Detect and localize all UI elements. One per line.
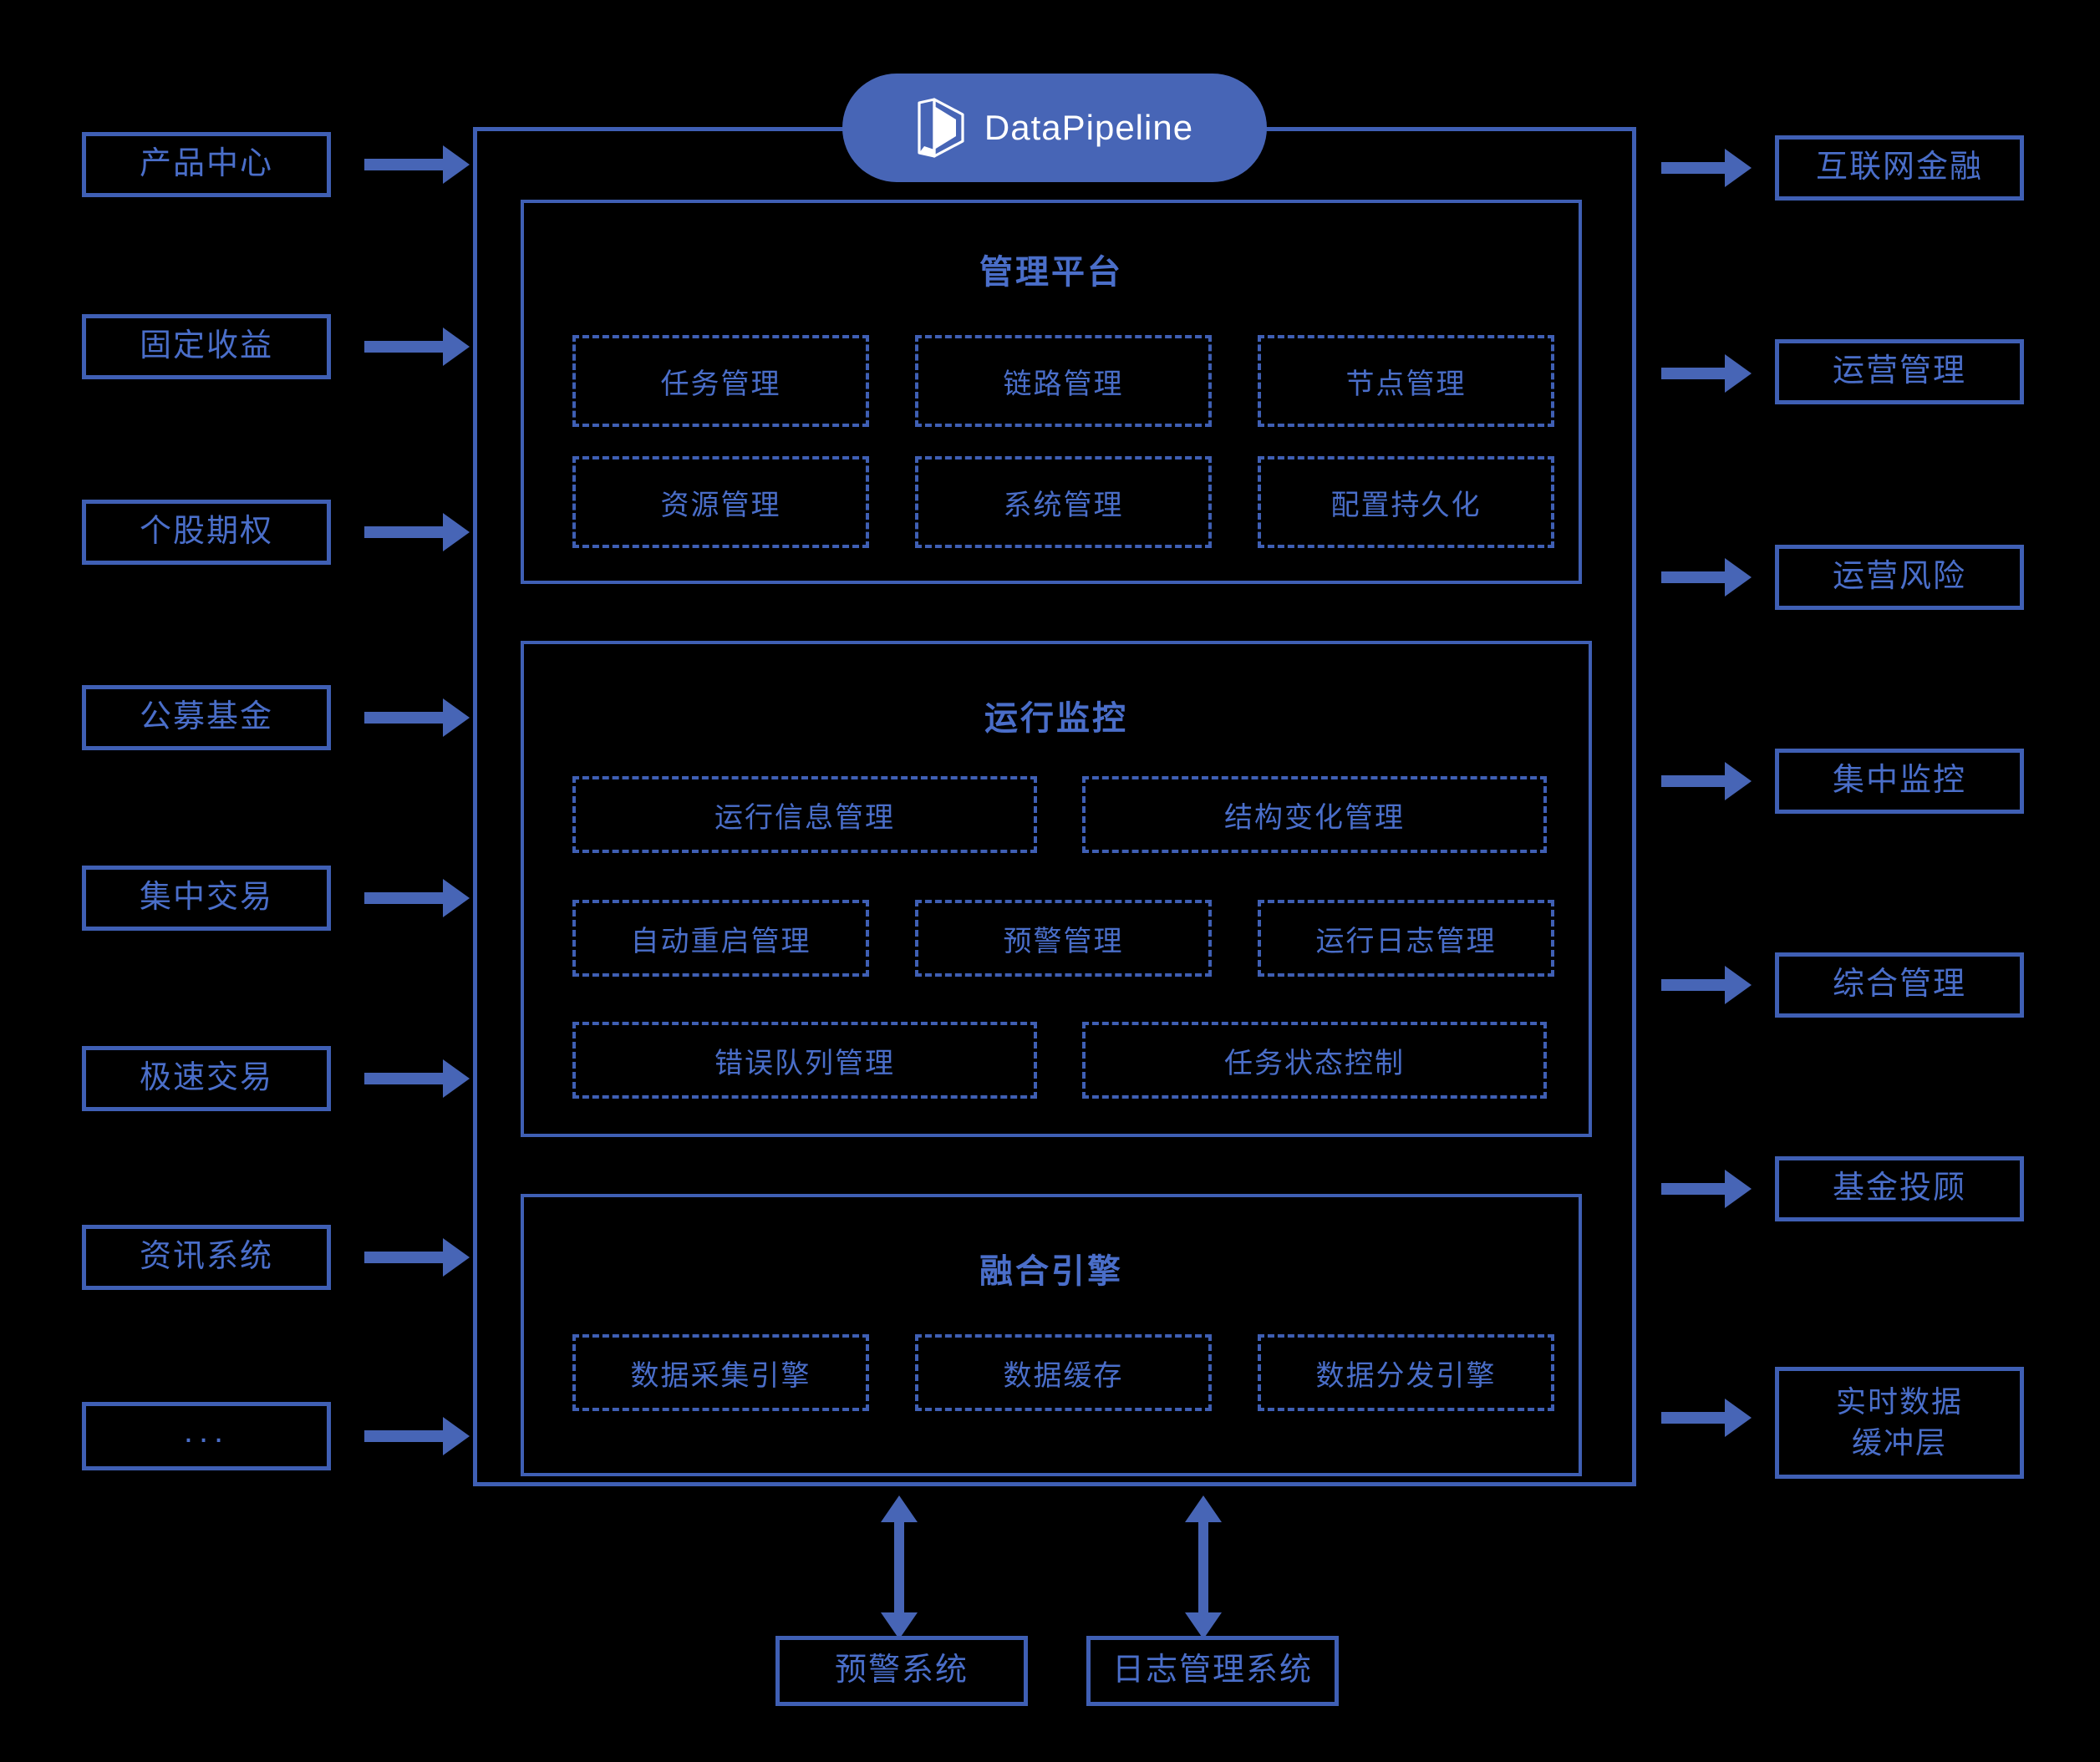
module-label: 系统管理: [1003, 489, 1124, 521]
arrow-right-icon: [1661, 368, 1726, 379]
source-box-资讯系统[interactable]: 资讯系统: [82, 1225, 331, 1290]
arrow-right-icon: [1661, 979, 1726, 991]
module-节点管理[interactable]: 节点管理: [1258, 335, 1554, 427]
module-label: 链路管理: [1003, 368, 1124, 400]
section-运行监控: 运行监控 运行信息管理 结构变化管理 自动重启管理 预警管理 运行日志管理 错误…: [521, 641, 1592, 1137]
module-label: 错误队列管理: [714, 1047, 895, 1079]
logo-wordmark: DataPipeline: [984, 108, 1194, 147]
consumer-label: 集中监控: [1832, 763, 1966, 799]
module-数据采集引擎[interactable]: 数据采集引擎: [572, 1334, 869, 1411]
source-label: ...: [183, 1413, 230, 1450]
source-label: 资讯系统: [139, 1239, 273, 1275]
source-label: 个股期权: [139, 514, 273, 550]
arrow-right-icon: [1661, 571, 1726, 583]
source-label: 产品中心: [139, 146, 273, 182]
arrow-right-icon: [364, 159, 445, 170]
section-融合引擎: 融合引擎 数据采集引擎 数据缓存 数据分发引擎: [521, 1194, 1582, 1476]
arrow-right-icon: [364, 1073, 445, 1084]
module-任务状态控制[interactable]: 任务状态控制: [1082, 1022, 1547, 1099]
module-数据分发引擎[interactable]: 数据分发引擎: [1258, 1334, 1554, 1411]
arrow-right-icon: [1661, 775, 1726, 787]
section-title: 融合引擎: [979, 1253, 1123, 1290]
module-任务管理[interactable]: 任务管理: [572, 335, 869, 427]
datapipeline-cube-icon: [918, 98, 964, 158]
bottom-box-预警系统[interactable]: 预警系统: [775, 1636, 1028, 1706]
consumer-label: 基金投顾: [1832, 1170, 1966, 1206]
module-预警管理[interactable]: 预警管理: [915, 900, 1212, 977]
module-label: 结构变化管理: [1224, 801, 1405, 834]
consumer-label: 互联网金融: [1815, 150, 1983, 185]
consumer-box-运营管理[interactable]: 运营管理: [1775, 339, 2024, 404]
source-label: 固定收益: [139, 328, 273, 364]
arrow-right-icon: [364, 341, 445, 353]
module-label: 数据采集引擎: [630, 1359, 811, 1392]
source-box-集中交易[interactable]: 集中交易: [82, 866, 331, 931]
source-box-more[interactable]: ...: [82, 1402, 331, 1470]
module-label: 预警管理: [1003, 925, 1124, 957]
module-label: 自动重启管理: [630, 925, 811, 957]
module-label: 运行日志管理: [1315, 925, 1497, 957]
consumer-box-实时数据缓冲层[interactable]: 实时数据 缓冲层: [1775, 1367, 2024, 1479]
module-运行信息管理[interactable]: 运行信息管理: [572, 776, 1037, 853]
module-label: 数据分发引擎: [1315, 1359, 1497, 1392]
arrow-bidirectional-icon: [894, 1521, 904, 1614]
datapipeline-logo-badge: DataPipeline: [842, 74, 1267, 182]
module-资源管理[interactable]: 资源管理: [572, 456, 869, 548]
consumer-box-基金投顾[interactable]: 基金投顾: [1775, 1156, 2024, 1221]
arrow-right-icon: [364, 892, 445, 904]
section-title: 运行监控: [984, 700, 1128, 737]
consumer-label: 运营风险: [1832, 559, 1966, 595]
source-label: 集中交易: [139, 880, 273, 916]
consumer-box-运营风险[interactable]: 运营风险: [1775, 545, 2024, 610]
module-label: 配置持久化: [1330, 489, 1482, 521]
bottom-box-日志管理系统[interactable]: 日志管理系统: [1086, 1636, 1339, 1706]
module-label: 数据缓存: [1003, 1359, 1124, 1392]
module-label: 任务状态控制: [1224, 1047, 1405, 1079]
source-box-公募基金[interactable]: 公募基金: [82, 685, 331, 750]
source-box-固定收益[interactable]: 固定收益: [82, 314, 331, 379]
module-label: 运行信息管理: [714, 801, 895, 834]
module-数据缓存[interactable]: 数据缓存: [915, 1334, 1212, 1411]
arrow-right-icon: [364, 712, 445, 724]
module-错误队列管理[interactable]: 错误队列管理: [572, 1022, 1037, 1099]
arrow-right-icon: [364, 1252, 445, 1263]
bottom-label: 预警系统: [834, 1653, 969, 1688]
module-结构变化管理[interactable]: 结构变化管理: [1082, 776, 1547, 853]
module-自动重启管理[interactable]: 自动重启管理: [572, 900, 869, 977]
module-label: 资源管理: [660, 489, 781, 521]
module-链路管理[interactable]: 链路管理: [915, 335, 1212, 427]
bottom-label: 日志管理系统: [1111, 1653, 1313, 1688]
module-系统管理[interactable]: 系统管理: [915, 456, 1212, 548]
source-box-极速交易[interactable]: 极速交易: [82, 1046, 331, 1111]
section-title: 管理平台: [979, 254, 1123, 291]
arrow-bidirectional-icon: [1198, 1521, 1208, 1614]
consumer-label-line2: 缓冲层: [1851, 1425, 1947, 1460]
module-label: 节点管理: [1345, 368, 1467, 400]
consumer-box-综合管理[interactable]: 综合管理: [1775, 952, 2024, 1018]
section-管理平台: 管理平台 任务管理 链路管理 节点管理 资源管理 系统管理 配置持久化: [521, 200, 1582, 584]
source-label: 极速交易: [139, 1060, 273, 1096]
consumer-box-集中监控[interactable]: 集中监控: [1775, 749, 2024, 814]
module-配置持久化[interactable]: 配置持久化: [1258, 456, 1554, 548]
module-运行日志管理[interactable]: 运行日志管理: [1258, 900, 1554, 977]
arrow-right-icon: [364, 526, 445, 538]
consumer-label-line1: 实时数据: [1835, 1384, 1963, 1419]
arrow-right-icon: [364, 1430, 445, 1442]
source-label: 公募基金: [139, 699, 273, 735]
datapipeline-platform-container: 管理平台 任务管理 链路管理 节点管理 资源管理 系统管理 配置持久化 运行监控: [473, 127, 1636, 1486]
arrow-right-icon: [1661, 162, 1726, 174]
source-box-产品中心[interactable]: 产品中心: [82, 132, 331, 197]
consumer-label: 综合管理: [1832, 967, 1966, 1003]
arrow-right-icon: [1661, 1183, 1726, 1195]
module-label: 任务管理: [660, 368, 781, 400]
consumer-box-互联网金融[interactable]: 互联网金融: [1775, 135, 2024, 201]
arrow-right-icon: [1661, 1412, 1726, 1424]
source-box-个股期权[interactable]: 个股期权: [82, 500, 331, 565]
consumer-label: 运营管理: [1832, 353, 1966, 389]
